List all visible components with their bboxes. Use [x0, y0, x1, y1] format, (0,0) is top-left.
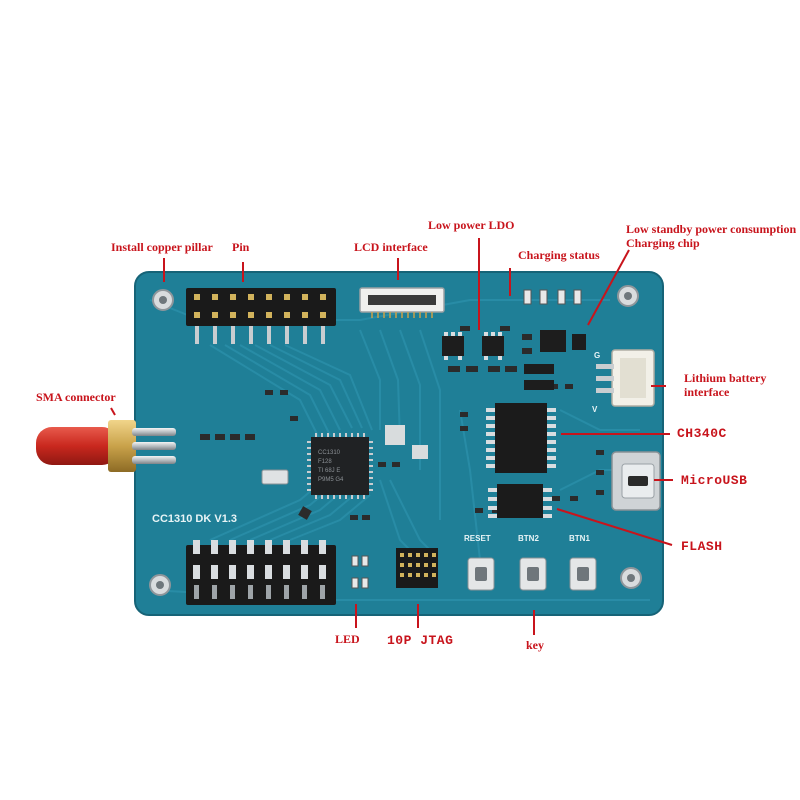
btn1-silk-label: BTN1 [569, 534, 590, 543]
passive-components [200, 384, 604, 520]
chip-text-line-3: TI 68J E [318, 468, 340, 474]
callout-lithium-line-2: interface [684, 385, 730, 399]
board-silkscreen-name: CC1310 DK V1.3 [152, 513, 237, 525]
flash-chip [488, 484, 552, 518]
callout-flash: FLASH [681, 539, 723, 554]
sma-connector [36, 420, 176, 472]
lcd-connector [359, 287, 445, 318]
bottom-pin-header [186, 540, 336, 605]
mounting-holes [149, 285, 642, 596]
tactile-buttons [467, 557, 597, 591]
callout-sma-connector: SMA connector [36, 390, 116, 404]
reset-silk-label: RESET [464, 534, 491, 543]
mcu-chip: CC1310 F128 TI 68J E P9M5 G4 [307, 433, 373, 499]
callout-ch340c: CH340C [677, 426, 727, 441]
crystal [261, 469, 289, 485]
btn2-silk-label: BTN2 [518, 534, 539, 543]
callout-lcd-interface: LCD interface [354, 240, 428, 254]
jtag-header [396, 548, 438, 588]
callout-key: key [526, 638, 544, 652]
vbat-silk: V [592, 405, 598, 414]
top-pin-header [186, 288, 336, 344]
user-leds [351, 555, 369, 589]
callout-microusb: MicroUSB [681, 473, 748, 488]
ch340c-chip [486, 403, 556, 473]
callout-10p-jtag: 10P JTAG [387, 633, 454, 648]
chip-text-line-2: F128 [318, 459, 332, 465]
callout-low-power-ldo: Low power LDO [428, 218, 515, 232]
ldo-regulators [442, 326, 517, 372]
callout-charging-status: Charging status [518, 248, 600, 262]
callout-copper-pillar: Install copper pillar [111, 240, 213, 254]
gnd-silk: G [594, 351, 600, 360]
chip-text-line-4: P9M5 G4 [318, 477, 344, 483]
callout-standby-line-1: Low standby power consumption [626, 222, 797, 236]
chip-text-line-1: CC1310 [318, 450, 341, 456]
callout-standby-line-2: Charging chip [626, 236, 700, 250]
battery-connector [596, 349, 655, 407]
diodes [524, 364, 554, 390]
callout-lines [110, 238, 673, 635]
callout-pin: Pin [232, 240, 250, 254]
charging-chip [522, 330, 586, 354]
microusb-port [611, 451, 661, 511]
charging-status-leds [523, 289, 582, 305]
callout-lithium-line-1: Lithium battery [684, 371, 767, 385]
callout-led: LED [335, 632, 360, 646]
